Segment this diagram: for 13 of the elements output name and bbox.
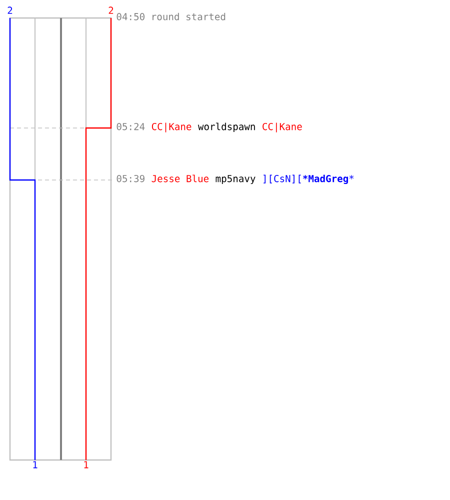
timestamp: 05:24 <box>116 122 145 130</box>
count-label: 1 <box>33 461 38 468</box>
player-name: CC|Kane <box>152 122 192 132</box>
player-name: CC|Kane <box>262 122 302 132</box>
count-label: 2 <box>108 6 114 14</box>
weapon-name: mp5navy <box>216 175 256 184</box>
player-name: Jesse Blue <box>152 174 209 182</box>
player-name: ][CsN][*MadGreg* <box>264 174 354 184</box>
event-text: 04:50 round started <box>116 12 226 20</box>
timestamp: 05:39 <box>116 174 144 182</box>
count-label: 1 <box>84 461 88 468</box>
weapon-name: worldspawn <box>198 122 255 132</box>
count-label: 2 <box>8 6 12 14</box>
